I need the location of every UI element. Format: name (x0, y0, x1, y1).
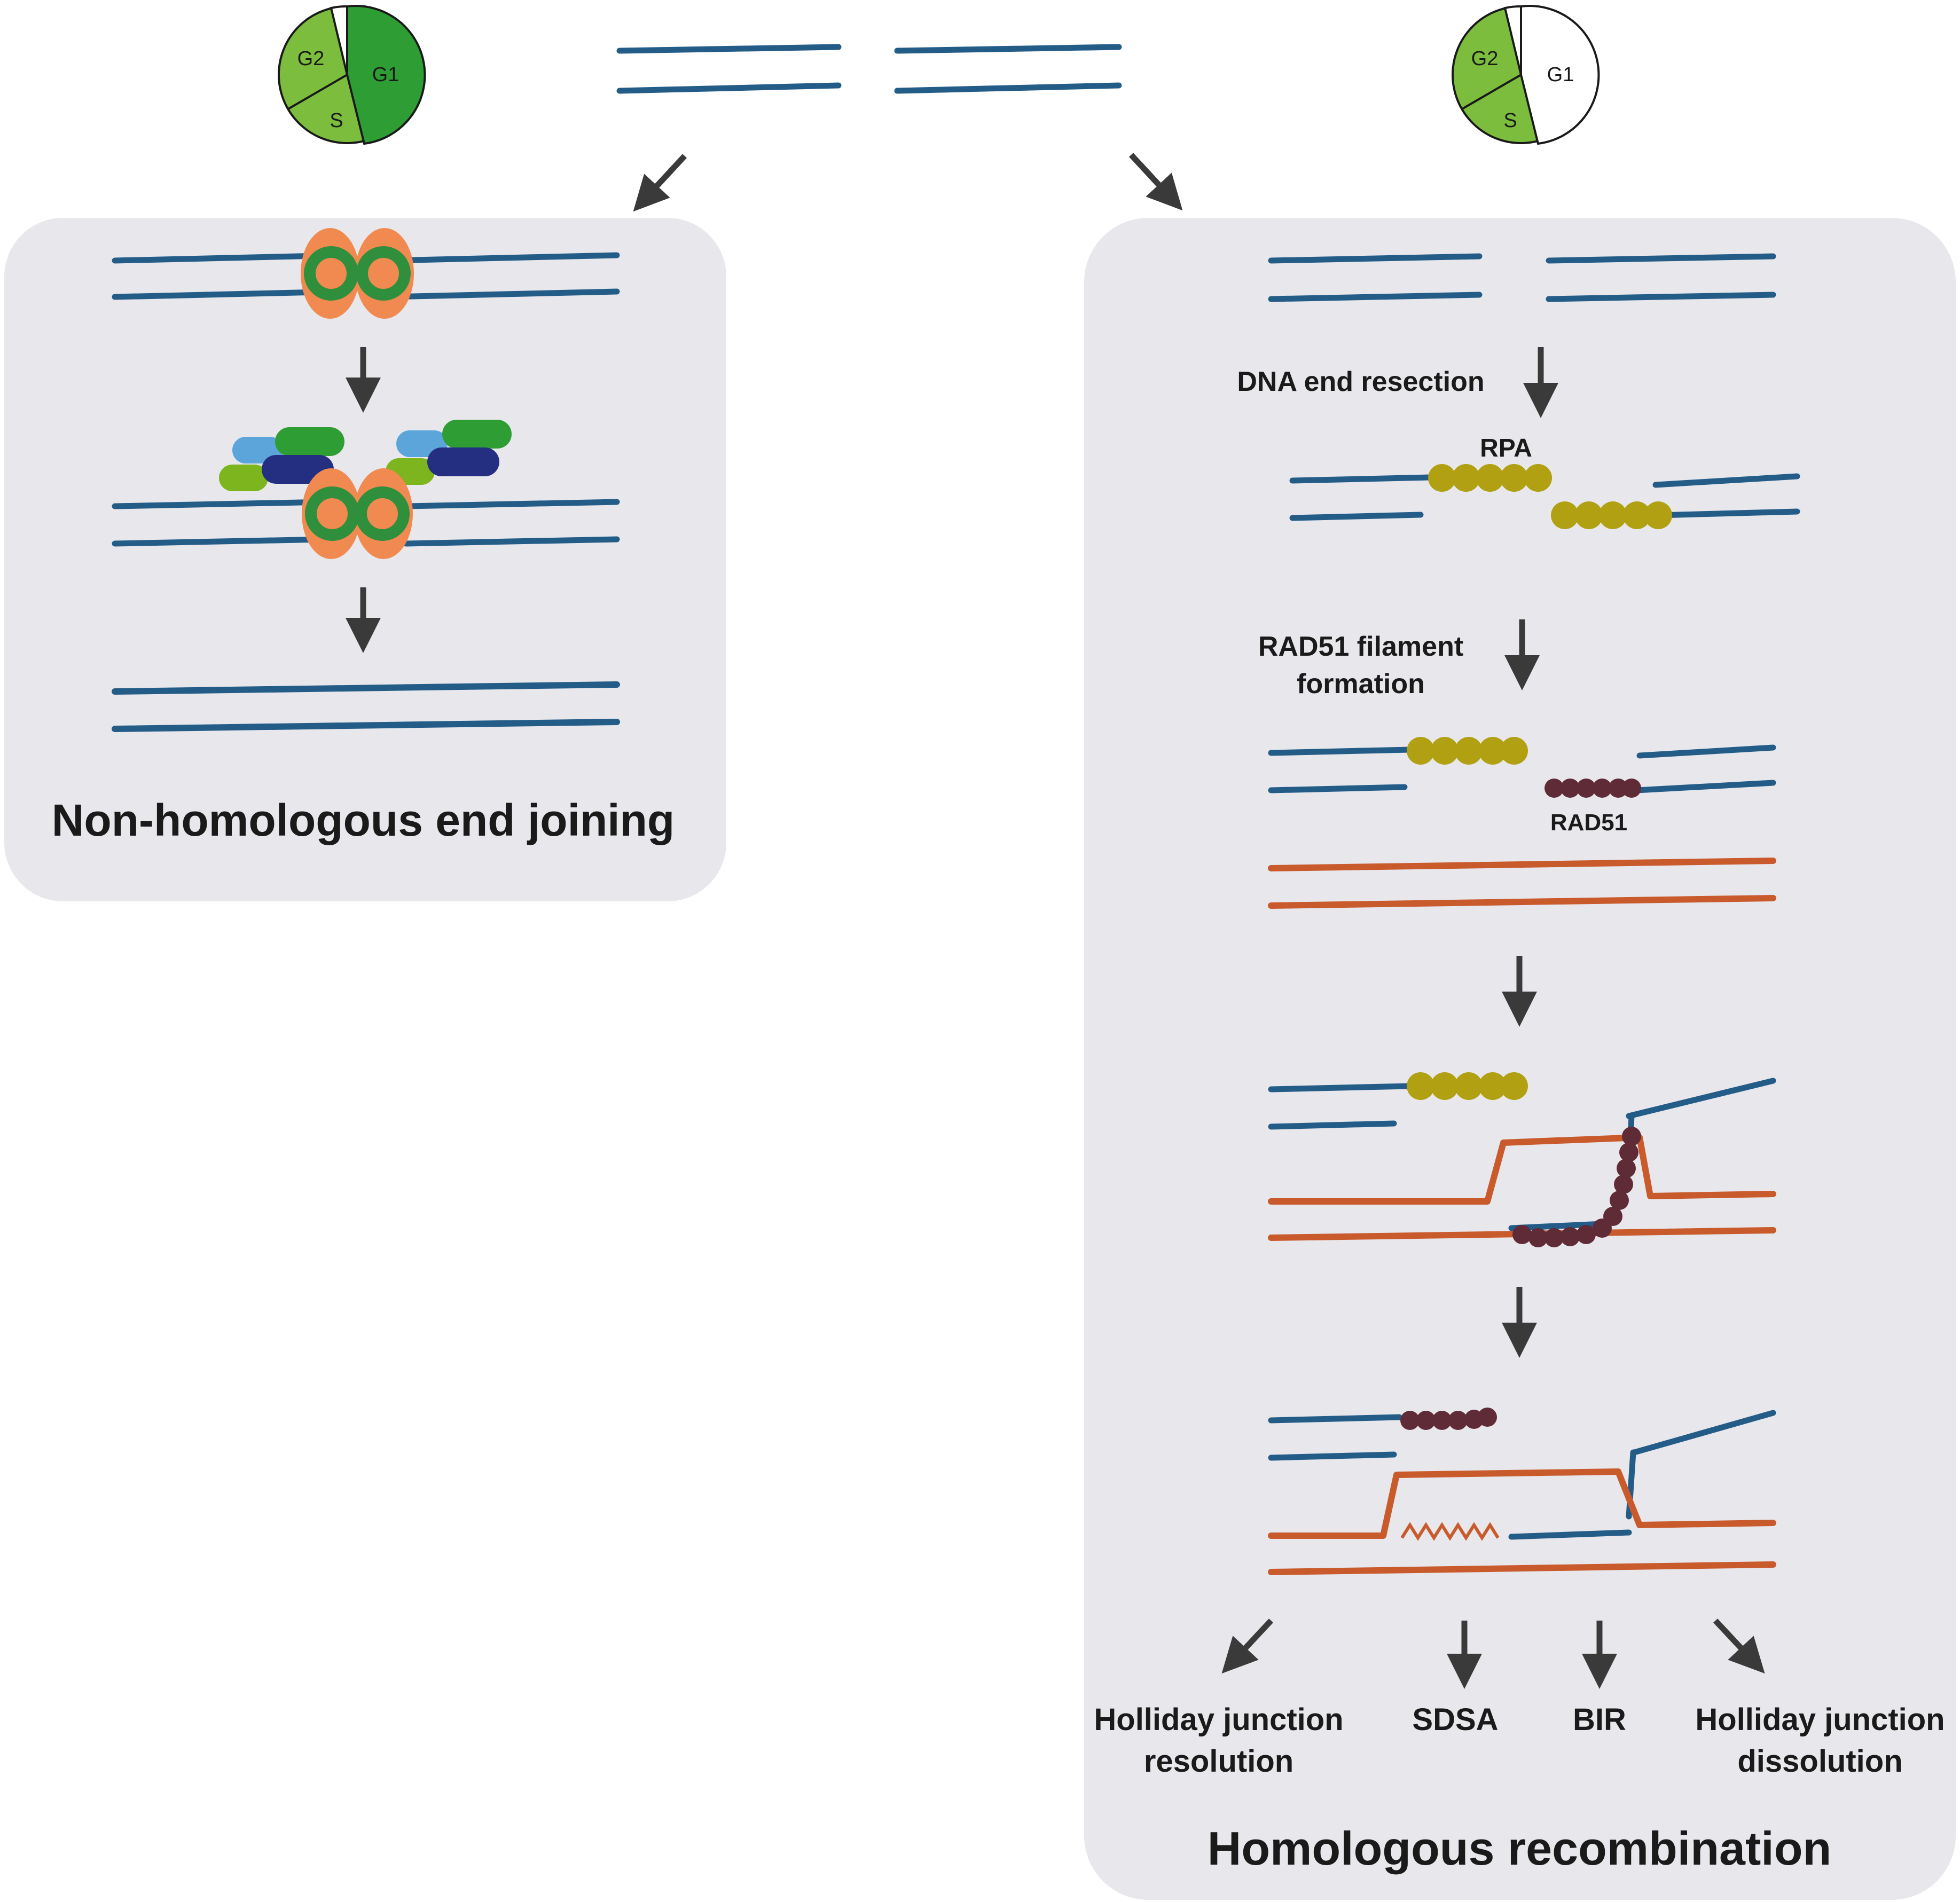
cell-cycle-pie-right: G2 G1 S (1452, 5, 1600, 145)
hr-step-resection-label: DNA end resection (1237, 366, 1484, 397)
nhej-step2-dna (112, 420, 620, 559)
outcome-hj-dissolution-line1: Holliday junction (1695, 1702, 1945, 1737)
rpa-beads-right (1551, 501, 1672, 529)
rpa-label: RPA (1480, 434, 1532, 462)
pie-left-g2-label: G2 (297, 48, 325, 70)
ku-ring-right-2 (355, 486, 410, 541)
rad51-beads-step4 (1400, 1408, 1497, 1430)
pie-right-s-label: S (1503, 109, 1517, 132)
new-synthesis-zigzag (1400, 1522, 1500, 1541)
hr-step-rad51-label-line1: RAD51 filament (1258, 631, 1463, 662)
protein-green-right (442, 420, 512, 449)
rpa-beads-step2 (1407, 737, 1528, 765)
hr-step0-dna (1268, 253, 1776, 302)
rad51-label: RAD51 (1550, 809, 1627, 836)
rpa-beads-left (1428, 464, 1552, 492)
pie-right-g2-label: G2 (1471, 48, 1499, 70)
outcome-arrow-hj-dissolution (1713, 1618, 1765, 1674)
dsb-dna-top (616, 44, 1122, 94)
outcome-hj-resolution-line1: Holliday junction (1094, 1702, 1343, 1737)
nhej-title: Non-homologous end joining (52, 795, 675, 845)
protein-green-left (275, 427, 344, 456)
rad51-beads-step2 (1545, 779, 1641, 798)
outcome-sdsa: SDSA (1412, 1702, 1498, 1737)
hr-step3-d-loop (1268, 1072, 1776, 1247)
hr-step-rad51-label-line2: formation (1297, 669, 1425, 700)
rpa-beads-step3 (1407, 1072, 1528, 1100)
arrow-to-nhej (633, 154, 687, 212)
protein-lime-left (219, 465, 268, 491)
outcome-bir: BIR (1573, 1702, 1626, 1737)
hr-step4-synthesis (1268, 1408, 1776, 1575)
pie-right-g1-label: G1 (1547, 64, 1574, 86)
nhej-step3-repaired-dna (112, 681, 620, 732)
ku-ring-right (356, 246, 411, 301)
arrow-to-hr (1128, 153, 1183, 211)
nhej-step1-dna (112, 228, 620, 319)
ku-ring-left-2 (305, 486, 359, 541)
outcome-hj-resolution-line2: resolution (1144, 1744, 1293, 1779)
hr-step1-dna: RPA (1289, 434, 1800, 529)
outcome-arrow-hj-resolution (1221, 1618, 1274, 1674)
template-dna-top (1268, 858, 1776, 871)
pie-left-s-label: S (330, 109, 343, 132)
rad51-beads-step3 (1512, 1127, 1641, 1247)
hr-step2-dna: RAD51 (1268, 737, 1776, 909)
outcome-hj-dissolution-line2: dissolution (1737, 1744, 1902, 1779)
cell-cycle-pie-left: G2 G1 S (278, 5, 426, 145)
ku-ring-left (304, 246, 358, 301)
hr-title: Homologous recombination (1208, 1822, 1831, 1875)
pie-left-g1-label: G1 (372, 64, 399, 86)
protein-dark-blue-right (427, 447, 499, 476)
template-dna-bottom (1268, 895, 1776, 909)
hr-panel (1084, 218, 1956, 1900)
